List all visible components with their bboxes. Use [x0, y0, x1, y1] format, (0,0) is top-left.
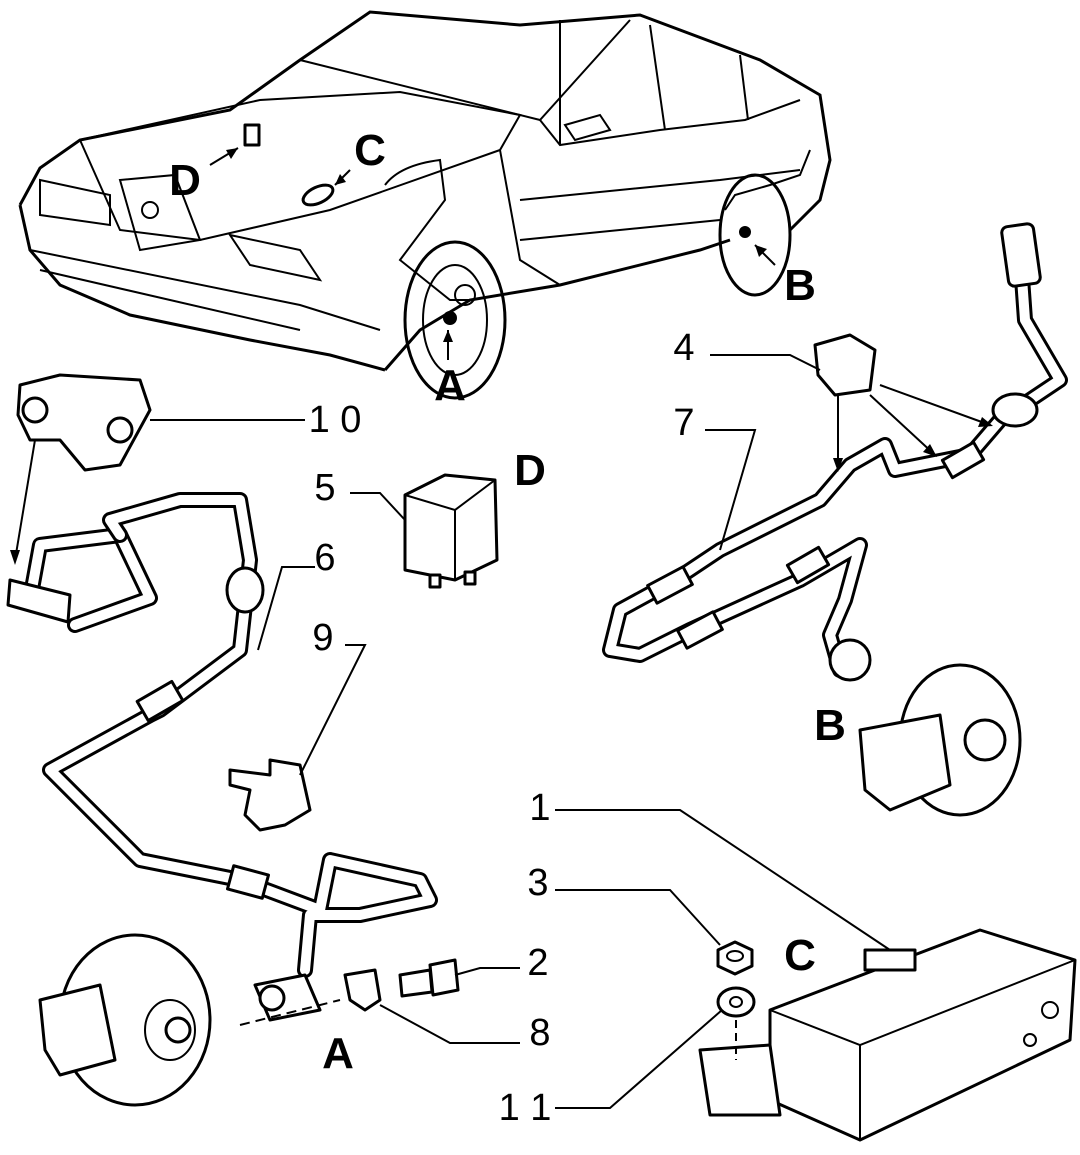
bracket-8 — [343, 968, 382, 1012]
leader-lines — [150, 354, 891, 1109]
relay-letter-d: D — [514, 446, 546, 495]
front-letter-a: A — [322, 1029, 354, 1078]
unit-letter-c: C — [784, 931, 816, 980]
callout-9: 9 — [312, 617, 333, 659]
callout-2: 2 — [527, 942, 548, 984]
front-brake-disc — [38, 933, 212, 1107]
connector-plug-left — [6, 578, 72, 624]
car-letter-c: C — [354, 126, 386, 175]
bolt-2 — [398, 958, 460, 998]
front-sensor-harness — [6, 492, 438, 1026]
callout-10: 1 0 — [309, 399, 362, 441]
car-letter-d: D — [169, 156, 201, 205]
rear-connector — [1000, 222, 1042, 288]
callout-4: 4 — [673, 327, 694, 369]
callout-7: 7 — [673, 402, 694, 444]
callout-3: 3 — [527, 862, 548, 904]
detail-letters: D C A B D B A C — [169, 126, 846, 1078]
clip-9 — [228, 758, 312, 832]
rear-brake-disc — [858, 663, 1022, 817]
callout-11: 1 1 — [499, 1087, 552, 1129]
car-illustration — [18, 10, 832, 400]
car-letter-b: B — [784, 261, 816, 310]
wheel-sensor-b — [828, 638, 872, 682]
rear-grommet — [991, 392, 1039, 428]
rear-letter-b: B — [814, 701, 846, 750]
grommet — [225, 566, 265, 614]
callout-1: 1 — [529, 787, 550, 829]
control-unit-1 — [698, 928, 1077, 1142]
bracket-10 — [10, 373, 152, 565]
callout-labels: 1 2 3 4 5 6 7 8 9 1 0 1 1 — [309, 327, 695, 1129]
nut-3 — [716, 940, 754, 976]
relay-5 — [403, 473, 499, 589]
callout-8: 8 — [529, 1012, 550, 1054]
clip-4 — [813, 333, 993, 472]
car-letter-a: A — [434, 361, 466, 410]
callout-5: 5 — [314, 467, 335, 509]
rear-sensor-harness — [602, 222, 1068, 682]
washer-11 — [716, 986, 756, 1060]
callout-6: 6 — [314, 537, 335, 579]
